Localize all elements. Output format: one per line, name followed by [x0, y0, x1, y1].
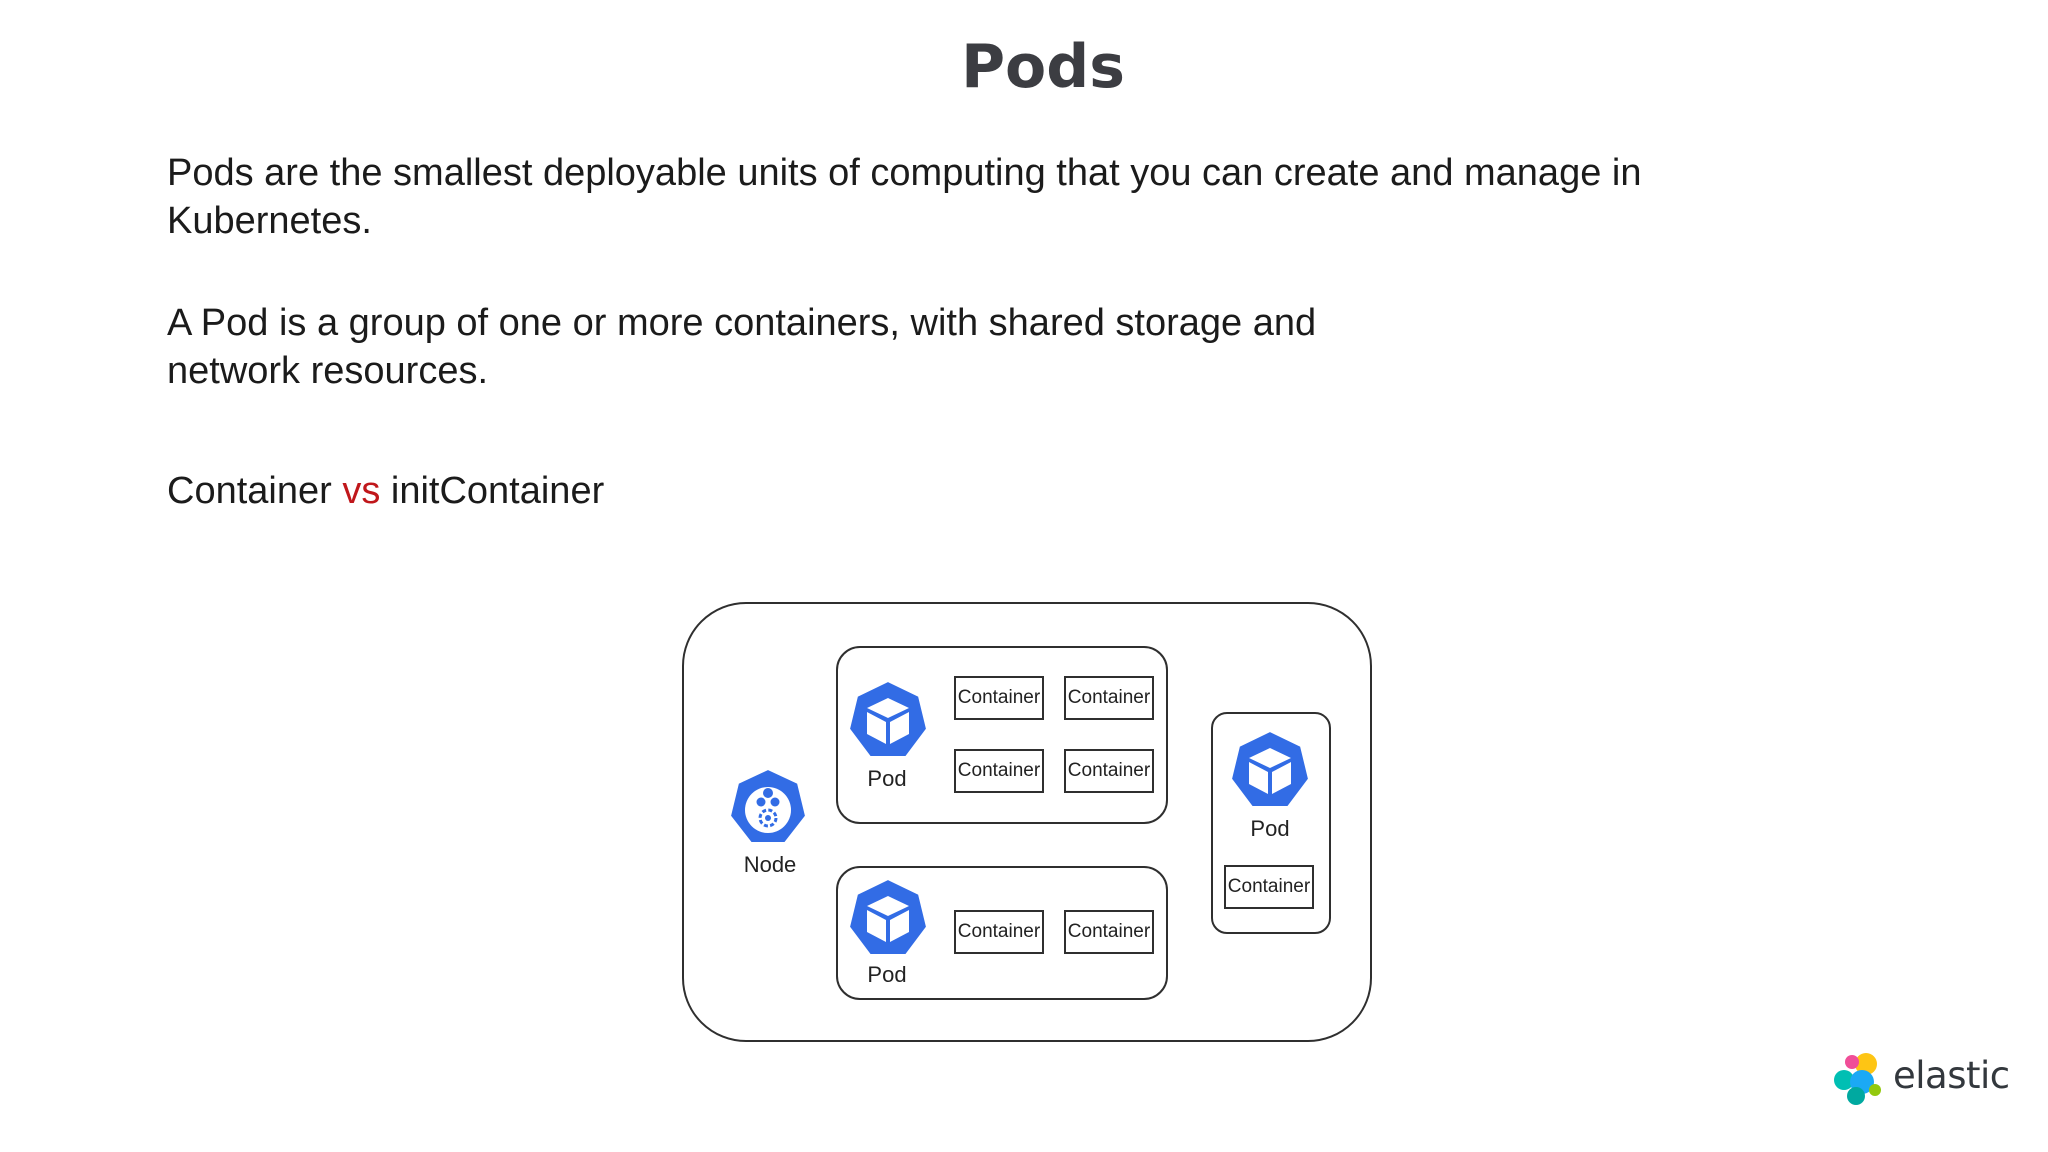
pod-label-1: Pod — [867, 766, 907, 791]
container-box: Container — [1064, 676, 1154, 720]
node-box — [682, 602, 1372, 1042]
kubernetes-node-icon — [728, 767, 808, 844]
kubernetes-pod-icon — [847, 877, 929, 956]
pod-label-3: Pod — [1250, 816, 1290, 841]
elastic-logo-text: elastic — [1893, 1054, 2010, 1097]
slide-title: Pods — [961, 32, 1125, 102]
pod-group-text: A Pod is a group of one or more containe… — [167, 302, 1317, 392]
kubernetes-pod-icon — [1229, 729, 1311, 808]
node-label: Node — [743, 852, 797, 877]
kubernetes-pod-icon — [847, 679, 929, 758]
container-comparison-text: Container vs initContainer — [167, 467, 604, 515]
container-box: Container — [954, 749, 1044, 793]
pods-definition-text: Pods are the smallest deployable units o… — [167, 152, 1642, 242]
comparison-vs: vs — [342, 470, 381, 512]
container-box: Container — [1064, 910, 1154, 954]
comparison-left: Container — [167, 470, 332, 512]
container-box: Container — [1224, 865, 1314, 909]
elastic-logo-icon — [1834, 1053, 1881, 1105]
pod-label-2: Pod — [867, 962, 907, 987]
container-box: Container — [954, 910, 1044, 954]
pod-box-1 — [836, 646, 1168, 824]
comparison-right: initContainer — [390, 470, 605, 512]
container-box: Container — [954, 676, 1044, 720]
pod-box-2 — [836, 866, 1168, 1000]
pod-box-3 — [1211, 712, 1331, 934]
container-box: Container — [1064, 749, 1154, 793]
